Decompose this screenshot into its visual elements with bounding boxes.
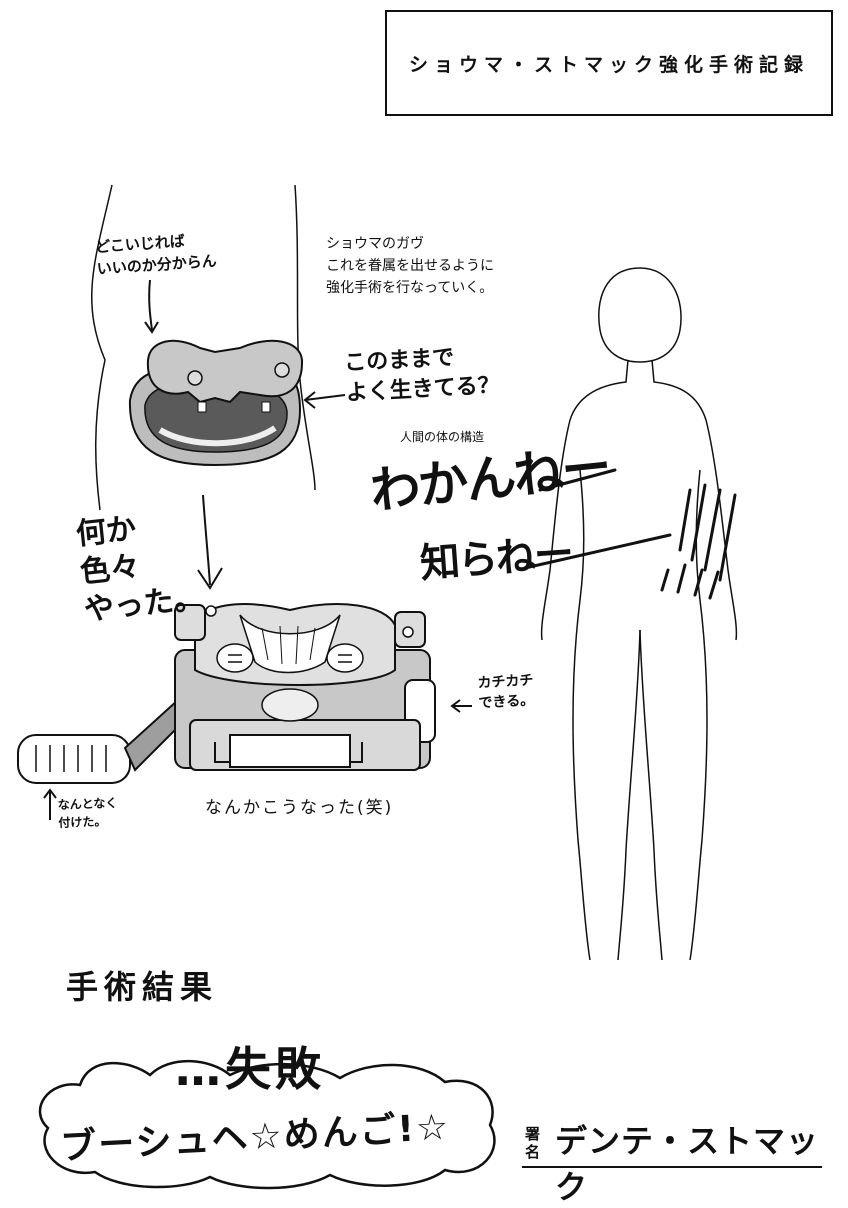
signature-label: 署 名 [525, 1125, 541, 1161]
document-title: ショウマ・ストマック強化手術記録 [385, 10, 833, 116]
note-alive-question: このままで よく生きてる？ [343, 345, 501, 406]
torso-right-line [294, 184, 316, 491]
human-structure-label: 人間の体の構造 [400, 430, 485, 444]
note-attached: なんとなく 付けた。 [57, 795, 118, 831]
signature-line [522, 1166, 822, 1168]
note-did-various: 何か 色々 やった。 [74, 511, 206, 628]
arrow-icon [43, 279, 472, 820]
note-where-to-touch: どこいじれば いいのか分からん [94, 231, 218, 279]
gavv-mouth-original [128, 339, 304, 467]
surgery-result-label: 手術結果 [66, 968, 219, 1006]
gavv-driver-modified [17, 603, 436, 784]
result-caption: なんかこうなった(笑) [205, 798, 394, 818]
scratch-marks [523, 468, 737, 600]
surgery-result-value: …失敗 [175, 1042, 325, 1096]
human-body-outline [540, 267, 738, 961]
surgery-description: ショウマのガヴ これを眷属を出せるように 強化手術を行なっていく。 [326, 236, 494, 296]
signature-name: デンテ・ストマック [555, 1122, 820, 1206]
torso-left-line [91, 184, 113, 511]
speech-cloud [38, 1059, 496, 1190]
note-kachikachi: カチカチ できる。 [477, 672, 535, 712]
